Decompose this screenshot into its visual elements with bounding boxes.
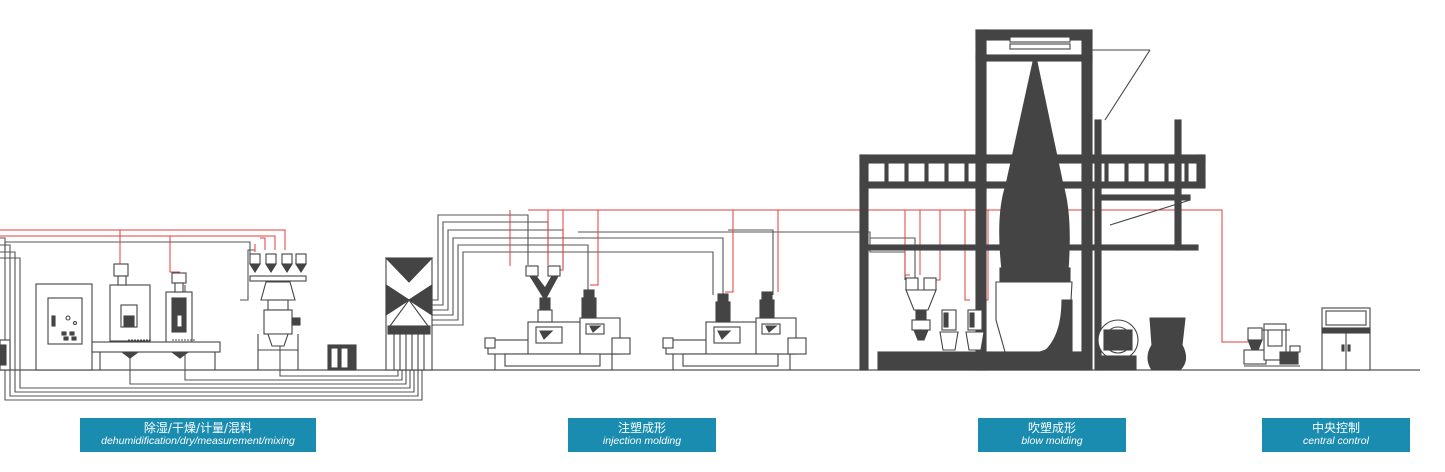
- mixer-unit: [249, 253, 357, 371]
- control-cabinet: [1321, 307, 1371, 371]
- central-vacuum-unit: [1243, 323, 1301, 367]
- section-label-injection: 注塑成形 injection molding: [568, 418, 716, 452]
- section-label-blow: 吹塑成形 blow molding: [978, 418, 1126, 452]
- film-bubble: [999, 61, 1070, 271]
- label-en: central control: [1303, 435, 1369, 447]
- blow-feed-hoppers: [905, 277, 985, 351]
- section-label-central: 中央控制 central control: [1262, 418, 1410, 452]
- label-zh: 中央控制: [1311, 421, 1360, 435]
- blow-molding-tower: [859, 29, 1206, 371]
- label-en: blow molding: [1021, 435, 1083, 447]
- section-label-dehumidification: 除湿/干燥/计量/混料 dehumidification/dry/measure…: [80, 418, 316, 452]
- label-zh: 吹塑成形: [1027, 421, 1076, 435]
- distribution-station: [384, 257, 434, 371]
- injection-machine-1: [484, 265, 631, 370]
- label-en: dehumidification/dry/measurement/mixing: [101, 435, 295, 447]
- label-en: injection molding: [602, 435, 682, 447]
- dehumidifier-group: [0, 263, 221, 371]
- signal-lines: [0, 209, 1248, 343]
- label-zh: 除湿/干燥/计量/混料: [143, 421, 253, 435]
- injection-machine-2: [662, 291, 807, 370]
- label-zh: 注塑成形: [617, 421, 666, 435]
